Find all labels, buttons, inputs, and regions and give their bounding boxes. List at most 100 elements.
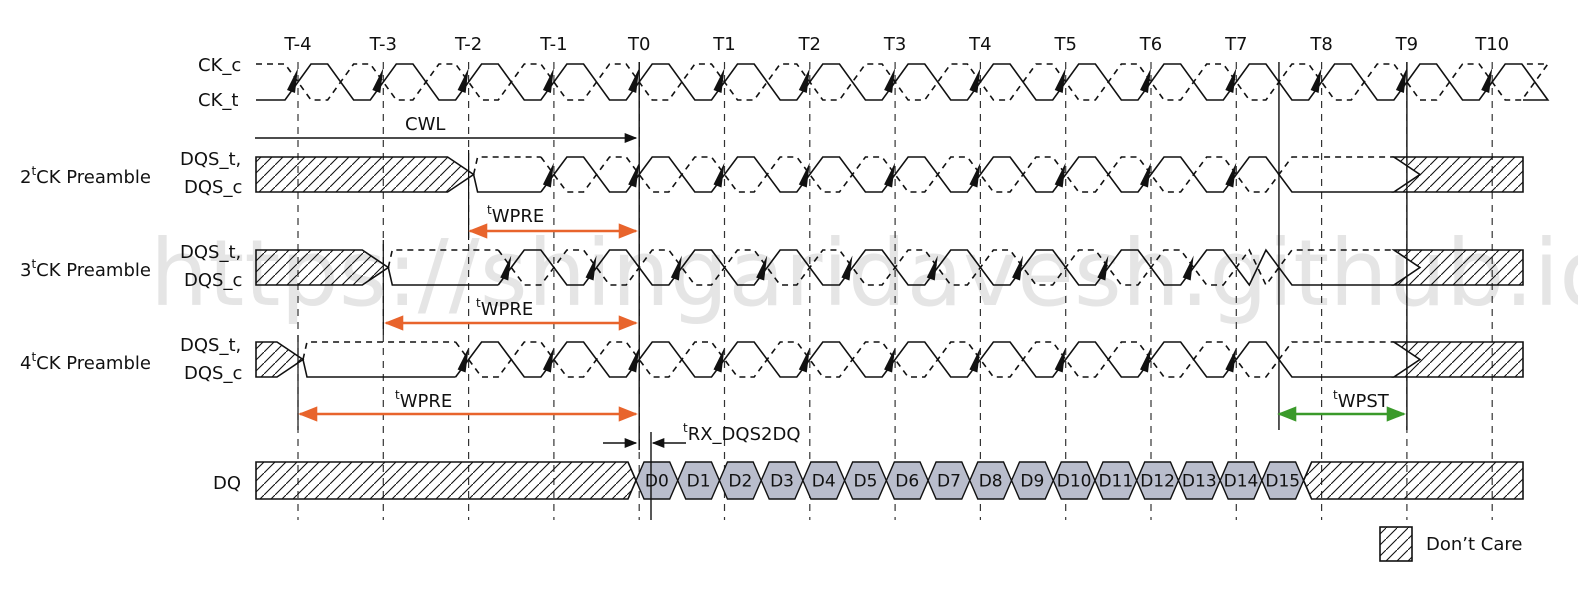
dq-beat-label-D1: D1 (687, 472, 711, 492)
signal-label-ck-c: CK_c (198, 55, 241, 76)
tick-label-T-1: T-1 (539, 34, 567, 55)
dqs-4ck-dont-care-pre (255, 341, 305, 378)
dqs-2ck-edge-arrow-724 (713, 162, 725, 188)
dqs-3ck-dqs-c (497, 248, 1394, 287)
dqs-4ck-dqs-t (454, 341, 1394, 378)
dqs-2ck-edge-arrow-639 (628, 162, 640, 188)
dqs-4ck-edge-arrow-1151 (1140, 347, 1151, 373)
dqs-2ck-edge-arrow-810 (798, 162, 810, 188)
dqs-2ck-dqs-c (540, 156, 1394, 193)
dqs-3ck-edge-arrow-938 (926, 255, 938, 281)
ck-t-waveform (256, 63, 1550, 101)
tick-label-T5: T5 (1053, 34, 1076, 55)
tick-label-T9: T9 (1395, 34, 1418, 55)
row-title-2ck-preamble: 2tCK Preamble (20, 164, 151, 188)
dqs-3ck-dqs-t (497, 248, 1394, 287)
dqs-4ck-edge-arrow-980 (969, 347, 981, 373)
twpre-label-2ck: tWPRE (487, 203, 544, 227)
dqs-2ck-dont-care-post (1391, 156, 1524, 193)
row-title-4ck-preamble: 4tCK Preamble (20, 350, 151, 374)
dq-beat-label-D14: D14 (1224, 472, 1259, 492)
dqs-2ck-preamble-low (472, 174, 541, 193)
dqs-3ck-edge-arrow-1023 (1012, 255, 1024, 281)
signal-label-dqs-t-4ck: DQS_t, (180, 335, 241, 356)
dq-beat-label-D11: D11 (1098, 472, 1133, 492)
dqs-3ck-edge-arrow-1194 (1182, 255, 1194, 281)
dqs-3ck-edge-arrow-767 (756, 255, 768, 281)
tick-label-T4: T4 (968, 34, 991, 55)
tick-label-T-4: T-4 (283, 34, 311, 55)
dqs-2ck-dqs-t (540, 156, 1394, 193)
dqs-4ck-preamble-low (302, 359, 456, 378)
dqs-4ck-edge-arrow-639 (628, 347, 640, 373)
dq-beat-label-D13: D13 (1182, 472, 1217, 492)
dq-dont-care-post (1302, 461, 1524, 500)
legend: Don’t Care (1379, 526, 1522, 562)
ck-c-waveform (256, 63, 1550, 101)
signal-label-ck-t: CK_t (198, 90, 238, 111)
dqs-3ck-dont-care-post (1391, 249, 1524, 286)
dqs-4ck-edge-arrow-554 (542, 347, 554, 373)
time-tick-labels: T-4 T-3 T-2 T-1 T0 T1 T2 T3 T4 T5 T6 T7 T8 T9 T10 (283, 34, 1509, 55)
signal-label-dqs-t-2ck: DQS_t, (180, 149, 241, 170)
signal-label-dqs-c-4ck: DQS_c (184, 363, 242, 384)
tick-label-T2: T2 (798, 34, 821, 55)
signal-label-dqs-c-2ck: DQS_c (184, 177, 242, 198)
tick-label-T-2: T-2 (454, 34, 482, 55)
tick-label-T0: T0 (627, 34, 650, 55)
dqs-3ck-preamble-comp (387, 249, 499, 268)
dq-beat-label-D6: D6 (895, 472, 919, 492)
legend-dont-care-label: Don’t Care (1426, 534, 1522, 555)
dq-beat-label-D7: D7 (937, 472, 961, 492)
dont-care-swatch (1379, 526, 1413, 562)
row-title-3ck-preamble: 3tCK Preamble (20, 257, 151, 281)
tick-label-T10: T10 (1474, 34, 1509, 55)
dqs-4ck-dont-care-post (1391, 341, 1524, 378)
dqs-4ck-edge-arrow-895 (884, 347, 896, 373)
dq-beat-label-D10: D10 (1057, 472, 1092, 492)
dqs-4ck-dqs-c (454, 341, 1394, 378)
twpst-label: tWPST (1333, 388, 1390, 412)
dq-beat-label-D3: D3 (770, 472, 794, 492)
tick-label-T1: T1 (712, 34, 735, 55)
twpre-label-4ck: tWPRE (395, 388, 452, 412)
tick-label-T7: T7 (1224, 34, 1247, 55)
trx-label: tRX_DQS2DQ (683, 421, 801, 445)
dqs-4ck-preamble-comp (302, 341, 456, 360)
dqs-3ck-preamble-low (387, 267, 499, 286)
dq-dont-care-pre (255, 461, 637, 500)
twpre-label-3ck: tWPRE (476, 296, 533, 320)
dqs-3ck-edge-arrow-852 (841, 255, 853, 281)
dqs-2ck-edge-arrow-895 (884, 162, 896, 188)
signal-label-dqs-t-3ck: DQS_t, (180, 242, 241, 263)
dq-beat-label-D15: D15 (1265, 472, 1300, 492)
tick-label-T6: T6 (1139, 34, 1162, 55)
dq-beat-label-D4: D4 (812, 472, 836, 492)
dq-beat-label-D9: D9 (1020, 472, 1044, 492)
dqs-2ck-preamble-comp (472, 156, 541, 175)
signal-label-dqs-c-3ck: DQS_c (184, 270, 242, 291)
dqs-4ck-edge-arrow-1066 (1054, 347, 1066, 373)
dq-beat-label-D8: D8 (979, 472, 1003, 492)
watermark-text: https://shingaridavesh.github.io/ (150, 220, 1578, 327)
dqs-4ck-edge-arrow-810 (798, 347, 810, 373)
dqs-2ck-edge-arrow-554 (542, 162, 554, 188)
tick-label-T8: T8 (1309, 34, 1332, 55)
dqs-4ck-edge-arrow-724 (713, 347, 725, 373)
dqs-3ck-edge-arrow-1108 (1097, 255, 1109, 281)
tick-label-T-3: T-3 (369, 34, 397, 55)
dqs-2ck-edge-arrow-1151 (1140, 162, 1151, 188)
dqs-4ck-edge-arrow-469 (457, 347, 469, 373)
tick-label-T3: T3 (883, 34, 906, 55)
dqs-2ck-edge-arrow-980 (969, 162, 981, 188)
cwl-label: CWL (405, 114, 445, 135)
dqs-3ck-dont-care-pre (255, 249, 390, 286)
dqs-2ck-dont-care-pre (255, 156, 476, 193)
dqs-2ck-edge-arrow-1236 (1225, 162, 1237, 188)
signal-label-dq: DQ (213, 473, 241, 494)
dqs-3ck-edge-arrow-511 (500, 255, 512, 281)
dq-beat-label-D5: D5 (854, 472, 878, 492)
dqs-4ck-edge-arrow-1236 (1225, 347, 1237, 373)
dq-beat-label-D12: D12 (1140, 472, 1175, 492)
